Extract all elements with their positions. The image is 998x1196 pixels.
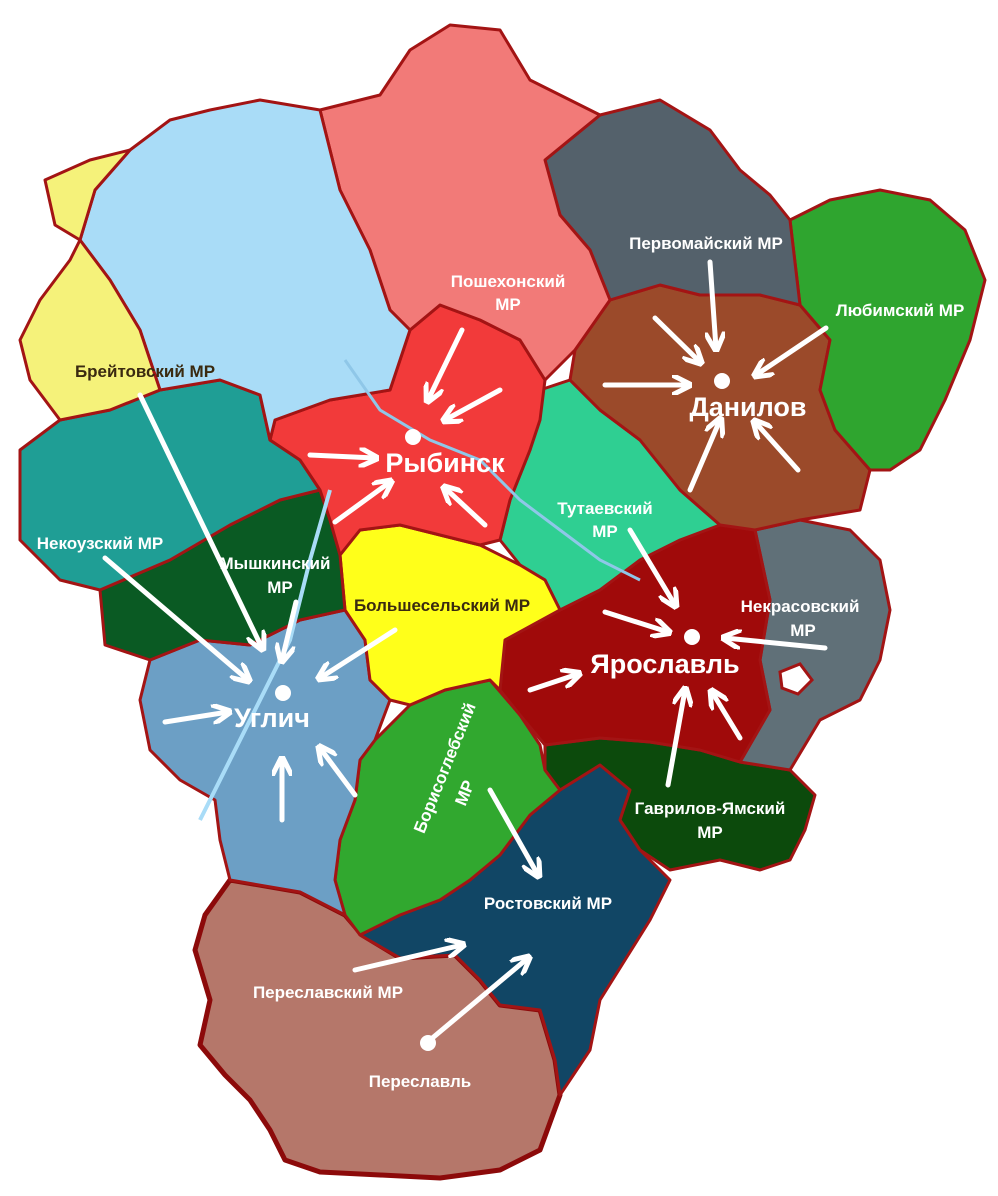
- volga-river: [343, 359, 641, 582]
- rivers-layer: [198, 359, 641, 821]
- arrow-se-uglich: [320, 748, 358, 798]
- arrow-gavrilov-yaroslavl: [665, 690, 685, 788]
- label-rybinsk: Рыбинск: [385, 448, 505, 478]
- arrow-w-uglich: [162, 712, 228, 725]
- arrow-pereslavl-rostov: [427, 958, 528, 1043]
- arrow-pereslavsky-rostov: [352, 945, 462, 973]
- pereslavl-dot: [420, 1035, 436, 1051]
- district-lyubimsky: [788, 188, 987, 472]
- label-pereslavsky: Переславский МР: [253, 983, 403, 1002]
- uglich-dot: [275, 685, 291, 701]
- arrow-breitovsky-uglich: [137, 392, 262, 648]
- label-yaroslavl: Ярославль: [590, 649, 739, 679]
- label-danilov: Данилов: [689, 392, 806, 422]
- label-bolsheselsky: Большесельский МР: [354, 596, 530, 615]
- arrow-nw-danilov: [652, 315, 700, 362]
- districts-layer: [18, 23, 987, 1181]
- label-poshekhonsky-1: Пошехонский: [451, 272, 566, 291]
- label-breitovsky: Брейтовский МР: [75, 362, 215, 381]
- district-breitovsky: [18, 238, 162, 422]
- yaroslavl-dot: [684, 629, 700, 645]
- arrow-nekouzsky-uglich: [102, 555, 248, 680]
- arrow-se-rybinsk: [445, 488, 488, 528]
- label-tutaevsky-1: Тутаевский: [557, 499, 653, 518]
- arrow-poshekhonsky-rybinsk: [428, 327, 465, 400]
- label-uglich: Углич: [234, 703, 310, 733]
- arrow-se-yaroslavl: [712, 692, 743, 741]
- label-poshekhonsky-2: МР: [495, 295, 521, 314]
- arrow-tutaevsky-yaroslavl: [627, 527, 675, 605]
- arrow-se-danilov: [755, 422, 801, 473]
- arrow-sw-rybinsk: [332, 482, 390, 525]
- arrow-borisoglebsky-rostov: [487, 787, 538, 875]
- label-rostovsky: Ростовский МР: [484, 894, 612, 913]
- label-gavrilov-yamsky-1: Гаврилов-Ямский: [635, 799, 786, 818]
- label-gavrilov-yamsky-2: МР: [697, 823, 723, 842]
- label-nekouzsky: Некоузский МР: [37, 534, 164, 553]
- volga-upper-river: [198, 489, 332, 821]
- label-lyubimsky: Любимский МР: [836, 301, 965, 320]
- arrow-lyubimsky-danilov: [756, 325, 829, 375]
- arrow-sw-danilov: [687, 420, 720, 493]
- label-nekrasovsky-2: МР: [790, 621, 816, 640]
- arrows-layer: [102, 259, 829, 1043]
- enclave-shape: [778, 662, 814, 696]
- danilov-dot: [714, 373, 730, 389]
- label-myshkinsky-2: МР: [267, 578, 293, 597]
- district-breitovsky-north: [43, 148, 132, 242]
- label-nekrasovsky-1: Некрасовский: [741, 597, 860, 616]
- label-pereslavl: Переславль: [369, 1072, 471, 1091]
- label-tutaevsky-2: МР: [592, 522, 618, 541]
- arrow-nekrasovsky-yaroslavl: [725, 638, 828, 651]
- city-dots-layer: [275, 373, 730, 1051]
- label-pervomaisky: Первомайский МР: [629, 234, 783, 253]
- rybinsk-dot: [405, 429, 421, 445]
- arrow-ne-rybinsk: [445, 387, 503, 420]
- arrow-bolsheselsky-uglich: [320, 627, 398, 678]
- arrow-nw-yaroslavl: [602, 609, 668, 632]
- arrow-myshkinsky-uglich: [282, 599, 299, 660]
- arrow-pervomaisky-danilov: [710, 259, 716, 348]
- label-myshkinsky-1: Мышкинский: [220, 554, 331, 573]
- arrow-w-rybinsk: [307, 455, 375, 458]
- arrow-w-yaroslavl: [527, 674, 578, 693]
